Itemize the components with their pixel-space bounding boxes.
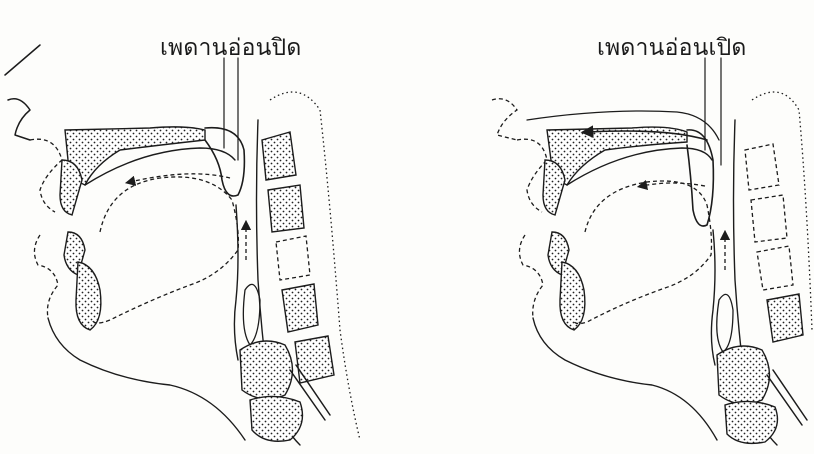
mandible-bone (560, 262, 585, 330)
vocal-tract-diagram-open (407, 0, 814, 454)
thyroid-cartilage (240, 341, 293, 399)
cricoid-cartilage (725, 401, 777, 443)
lower-lip-outline (34, 235, 58, 318)
mandible-bone (76, 262, 101, 330)
nose-outline (492, 99, 517, 140)
epiglottis (243, 284, 260, 345)
vertebrae (745, 92, 812, 342)
oral-airflow-arrow (642, 183, 705, 186)
vertebra (262, 132, 296, 180)
vertebra (268, 185, 304, 232)
cricoid-cartilage (250, 396, 302, 441)
chin-neck-outline (48, 318, 245, 440)
vertebra (767, 294, 803, 342)
upper-lip-outline (517, 139, 547, 212)
lower-lip-outline (519, 235, 543, 318)
label-leader-line (705, 58, 721, 165)
tongue-outline (573, 181, 712, 324)
thyroid-cartilage (717, 346, 770, 404)
panel-soft-palate-open: เพดานอ่อนเปิด (407, 0, 814, 454)
pharynx-front-wall (711, 230, 715, 365)
maxilla-bone (65, 127, 205, 185)
soft-palate (687, 130, 713, 226)
label-leader-line (224, 58, 238, 160)
label-soft-palate-closed: เพดานอ่อนปิด (160, 30, 301, 66)
label-soft-palate-open: เพดานอ่อนเปิด (597, 30, 747, 66)
maxilla-bone (547, 127, 687, 185)
upper-lip-outline (30, 139, 62, 212)
chin-neck-outline (533, 318, 717, 440)
vertebra (295, 336, 334, 383)
tongue-outline (92, 177, 238, 323)
pharynx-front-wall (234, 205, 238, 360)
panel-soft-palate-closed: เพดานอ่อนปิด (0, 0, 407, 454)
vocal-tract-diagram-closed (0, 0, 407, 454)
epiglottis (717, 294, 733, 352)
nose-outline (5, 45, 40, 140)
vertebra (282, 284, 318, 332)
